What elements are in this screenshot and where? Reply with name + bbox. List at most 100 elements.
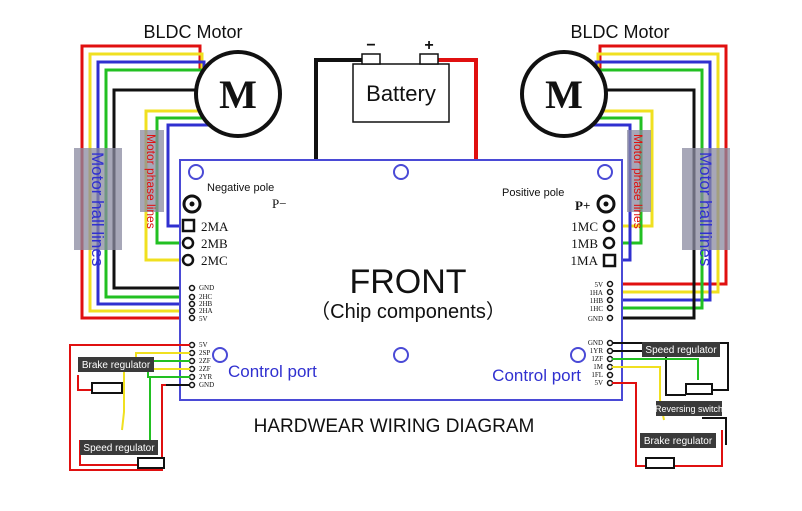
left-motor-title: BLDC Motor bbox=[143, 22, 242, 42]
right-phase-wire-yellow bbox=[572, 109, 654, 228]
left-phase-wire-blue bbox=[166, 123, 228, 228]
control-pin-label-right-1: GND bbox=[588, 339, 603, 347]
hall-pin-left-4 bbox=[188, 307, 196, 315]
right-reverse-link bbox=[702, 417, 727, 445]
battery-body bbox=[352, 63, 450, 123]
right-speed-regulator-label: Speed regulator bbox=[645, 345, 717, 356]
control-pin-label-right-6: 5V bbox=[594, 379, 603, 387]
hall-pin-right-2 bbox=[606, 288, 614, 296]
hall-pin-label-left-5: 5V bbox=[199, 315, 208, 323]
p-plus-terminal-dot bbox=[603, 201, 609, 207]
phase-label-2ma: 2MA bbox=[201, 219, 229, 234]
control-pin-left-4 bbox=[188, 365, 196, 373]
hall-pin-label-left-2: 2HC bbox=[199, 293, 213, 301]
control-pin-right-1 bbox=[606, 339, 614, 347]
p-minus-terminal-dot bbox=[189, 201, 195, 207]
left-speed-regulator-label: Speed regulator bbox=[83, 443, 155, 454]
phase-terminal-1ma bbox=[602, 253, 617, 268]
hall-pin-label-left-1: GND bbox=[199, 284, 214, 292]
control-pin-right-4 bbox=[606, 363, 614, 371]
p-plus-label: P+ bbox=[575, 198, 590, 213]
control-pin-label-left-3: 2ZF bbox=[199, 357, 211, 365]
right-brake-regulator-badge bbox=[640, 433, 716, 448]
hall-pin-right-3 bbox=[606, 296, 614, 304]
right-hall-band bbox=[682, 148, 730, 250]
mount-hole-top-left bbox=[188, 164, 204, 180]
control-pin-label-right-2: 1YR bbox=[590, 347, 604, 355]
mount-hole-bottom-right bbox=[570, 347, 586, 363]
front-title: FRONT bbox=[349, 263, 466, 301]
battery-negative-sign: − bbox=[366, 37, 375, 54]
phase-label-2mc: 2MC bbox=[201, 253, 228, 268]
right-brake-regulator-label: Brake regulator bbox=[644, 436, 713, 447]
control-pin-label-left-6: GND bbox=[199, 381, 214, 389]
control-pin-label-left-2: 2SP bbox=[199, 349, 210, 357]
hall-pin-label-right-4: 1HC bbox=[590, 305, 604, 313]
control-pin-left-2 bbox=[188, 349, 196, 357]
phase-terminal-2mc bbox=[181, 253, 195, 267]
right-motor: M BLDC Motor bbox=[520, 22, 670, 138]
hall-pin-right-4 bbox=[606, 304, 614, 312]
control-pin-left-3 bbox=[188, 357, 196, 365]
left-hall-header: GND 2HC 2HB 2HA 5V bbox=[188, 284, 214, 323]
hall-pin-label-right-1: 5V bbox=[594, 281, 603, 289]
left-brake-regulator-badge bbox=[78, 357, 154, 372]
left-brake-resistor bbox=[91, 382, 123, 394]
right-motor-title: BLDC Motor bbox=[570, 22, 669, 42]
phase-label-1mb: 1MB bbox=[571, 236, 598, 251]
mount-hole-bottom-center bbox=[393, 347, 409, 363]
control-pin-right-5 bbox=[606, 371, 614, 379]
control-port-label-right: Control port bbox=[492, 366, 581, 385]
left-phase-label: Motor phase lines bbox=[144, 134, 158, 229]
control-pin-left-5 bbox=[188, 373, 196, 381]
hall-pin-label-left-3: 2HB bbox=[199, 300, 213, 308]
control-pin-label-left-5: 2YR bbox=[199, 373, 213, 381]
right-brake-resistor bbox=[645, 457, 675, 469]
battery-negative-terminal bbox=[361, 53, 381, 65]
right-motor-circle bbox=[520, 50, 608, 138]
control-pin-right-2 bbox=[606, 347, 614, 355]
control-port-label-left: Control port bbox=[228, 362, 317, 381]
left-brake-regulator-label: Brake regulator bbox=[82, 360, 151, 371]
control-pin-label-left-1: 5V bbox=[199, 341, 208, 349]
control-pin-left-6 bbox=[188, 381, 196, 389]
phase-label-1ma: 1MA bbox=[571, 253, 599, 268]
hall-pin-left-5 bbox=[188, 314, 196, 322]
p-minus-label: P− bbox=[272, 196, 287, 211]
control-pin-label-left-4: 2ZF bbox=[199, 365, 211, 373]
right-control-wire-black-2 bbox=[612, 350, 686, 396]
left-speed-regulator-badge bbox=[80, 440, 158, 455]
right-phase-label: Motor phase lines bbox=[631, 134, 645, 229]
diagram-title: HARDWEAR WIRING DIAGRAM bbox=[254, 416, 535, 437]
right-phase-terminals: 1MC 1MB 1MA bbox=[571, 219, 617, 268]
hall-pin-label-left-4: 2HA bbox=[199, 307, 213, 315]
negative-pole-label: Negative pole bbox=[207, 182, 274, 194]
control-pin-label-right-3: 1ZF bbox=[591, 355, 603, 363]
right-phase-band bbox=[627, 130, 651, 212]
positive-pole-label: Positive pole bbox=[502, 187, 564, 199]
control-pin-label-right-4: 1M bbox=[593, 363, 604, 371]
control-pin-right-6 bbox=[606, 379, 614, 387]
control-pin-right-3 bbox=[606, 355, 614, 363]
hall-pin-label-right-3: 1HB bbox=[590, 297, 604, 305]
phase-terminal-2ma bbox=[181, 218, 196, 233]
phase-label-1mc: 1MC bbox=[571, 219, 598, 234]
left-control-wire-yellow-2 bbox=[121, 368, 190, 431]
hall-pin-right-5 bbox=[606, 314, 614, 322]
left-phase-terminals: 2MA 2MB 2MC bbox=[181, 218, 229, 268]
mount-hole-bottom-left bbox=[212, 347, 228, 363]
right-reversing-switch-label: Reversing switch bbox=[655, 404, 723, 414]
left-motor: M BLDC Motor bbox=[143, 22, 282, 138]
battery-label: Battery bbox=[366, 81, 436, 106]
battery-positive-sign: + bbox=[424, 37, 433, 54]
hall-pin-label-right-5: GND bbox=[588, 315, 603, 323]
hall-pin-left-1 bbox=[188, 284, 196, 292]
left-motor-symbol: M bbox=[219, 72, 257, 117]
right-control-wiring bbox=[612, 342, 729, 467]
left-speed-resistor bbox=[137, 457, 165, 469]
right-speed-resistor bbox=[685, 383, 713, 395]
mount-hole-top-center bbox=[393, 164, 409, 180]
front-subtitle: （Chip components） bbox=[310, 300, 506, 323]
hall-pin-right-1 bbox=[606, 280, 614, 288]
